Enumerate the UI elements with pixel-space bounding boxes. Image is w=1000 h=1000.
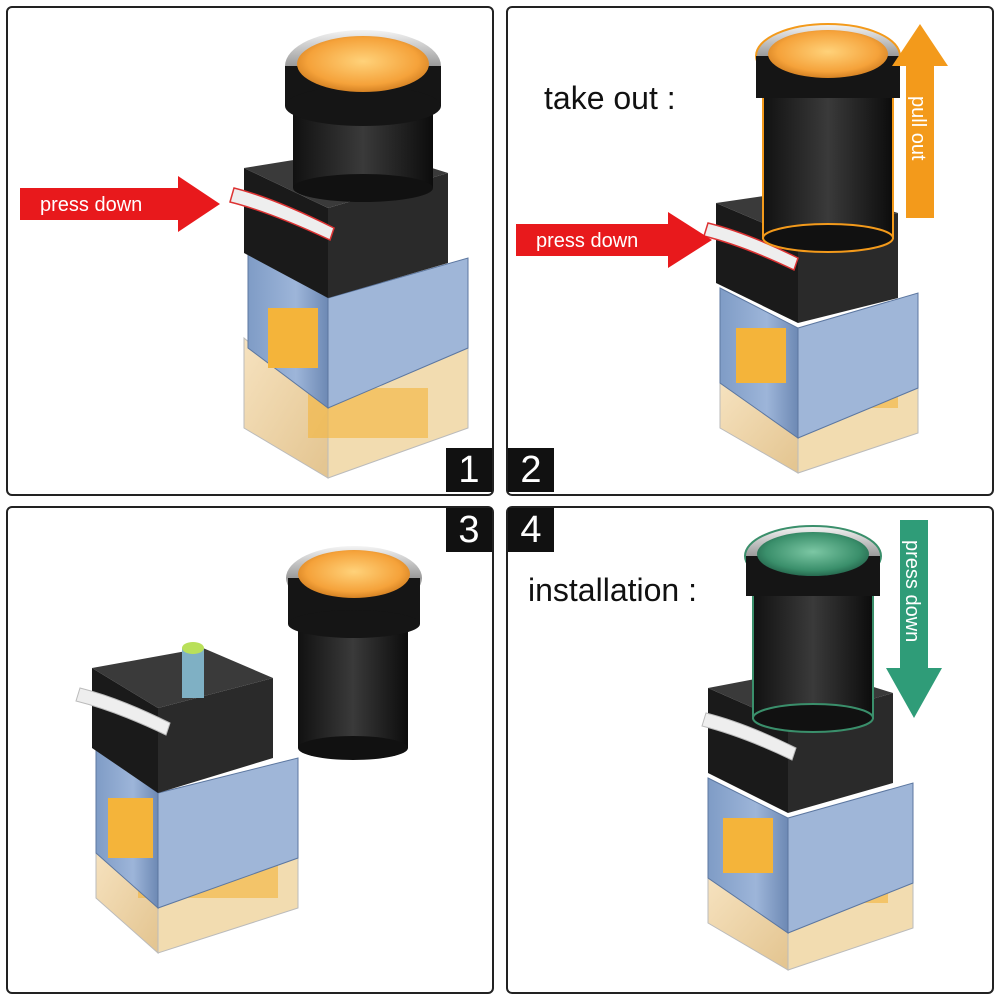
take-out-title: take out : [544,80,676,116]
step-badge-4: 4 [508,508,554,552]
panel-step-4: installation : press down [506,506,994,994]
panel-step-2: take out : press down pull out [506,6,994,496]
step-badge-3: 3 [446,508,492,552]
press-down-arrow [886,520,942,718]
pull-out-arrow [892,24,948,218]
press-down-arrow [516,212,712,268]
installation-title: installation : [528,572,697,608]
take-out-illustration [516,23,948,474]
push-button-assembly-illustration [20,30,469,479]
panel-step-3 [6,506,494,994]
separated-parts-illustration [75,546,422,955]
installation-illustration [701,520,942,971]
step-badge-2: 2 [508,448,554,492]
step-badge-1: 1 [446,448,492,492]
press-down-arrow [20,176,220,232]
panel-step-1: press down [6,6,494,496]
